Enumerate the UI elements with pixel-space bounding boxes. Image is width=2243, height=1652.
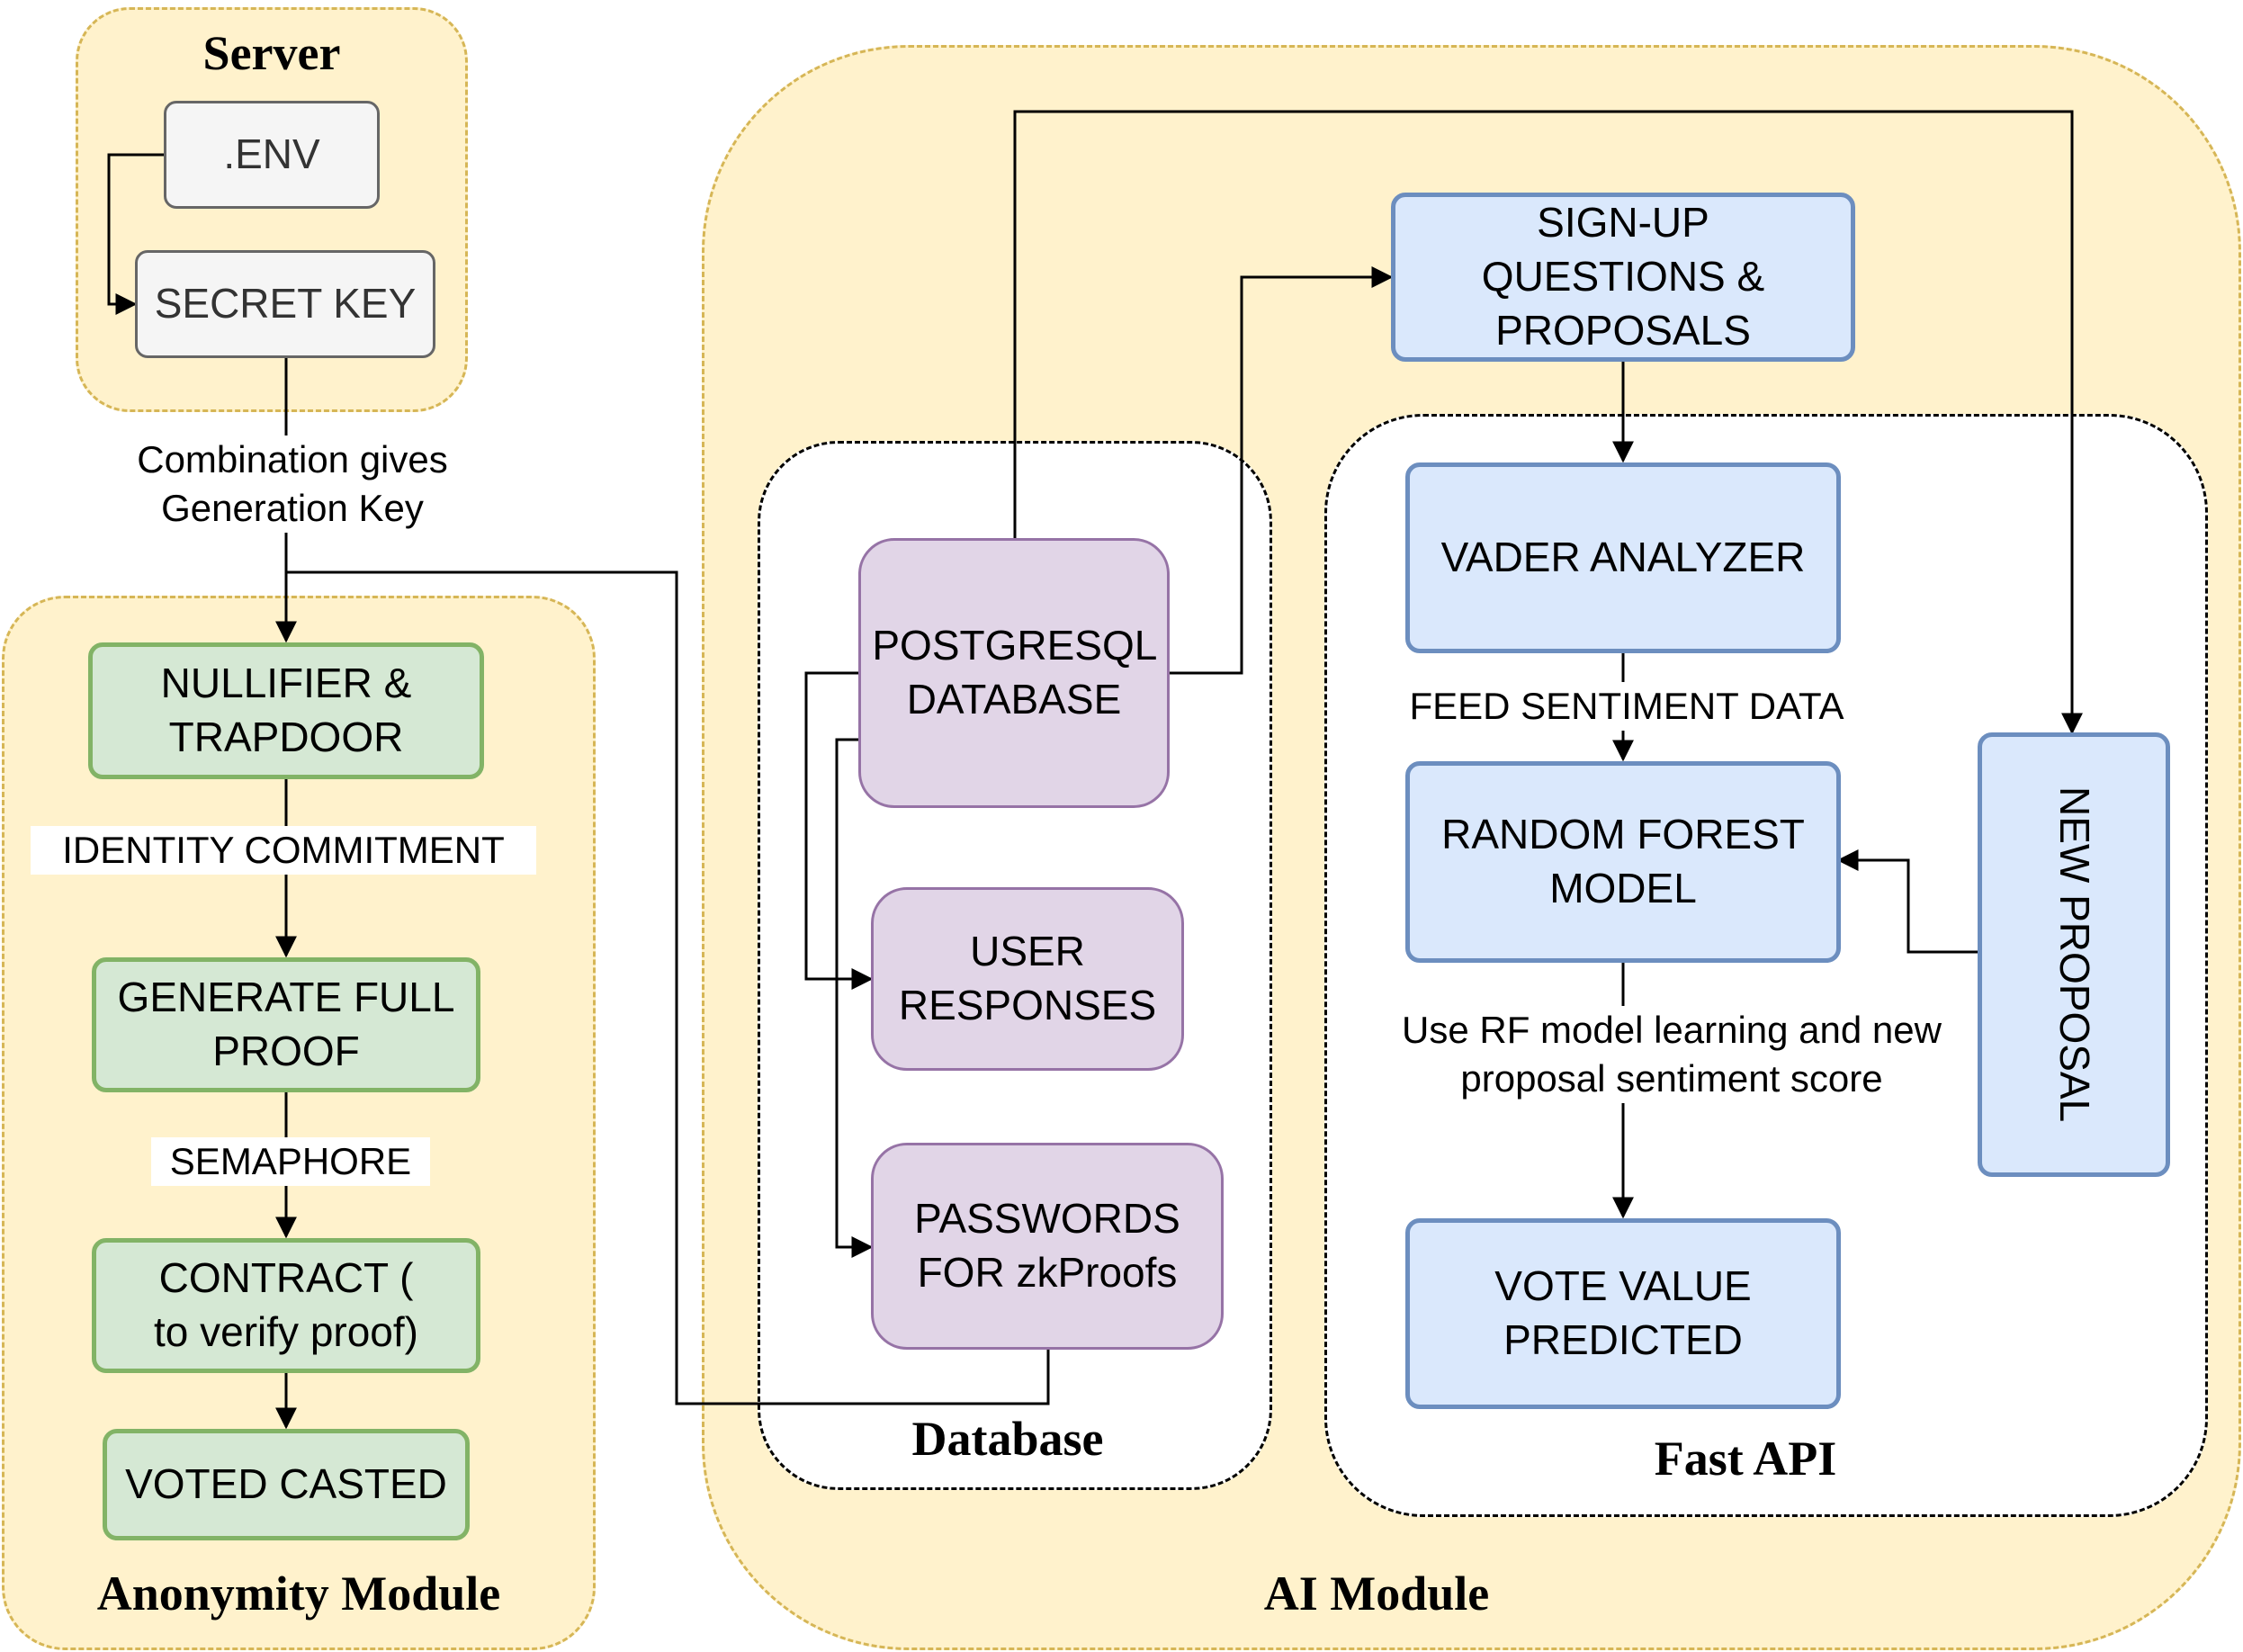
edge-postgres-signup (1170, 266, 1394, 675)
anonymity-module-title: Anonymity Module (96, 1567, 501, 1621)
contract-node: CONTRACT ( to verify proof) (92, 1238, 480, 1373)
user-responses-node: USER RESPONSES (871, 887, 1184, 1071)
rf-usage-label: Use RF model learning and new proposal s… (1375, 1006, 1969, 1103)
edge-newproposal-rf (1836, 849, 1978, 954)
edge-postgres-newproposal (1013, 110, 2083, 735)
new-proposal-node: NEW PROPOSAL (1978, 732, 2170, 1177)
env-node: .ENV (164, 101, 380, 209)
edge-postgres-passwords (835, 738, 874, 1258)
random-forest-node: RANDOM FOREST MODEL (1405, 761, 1841, 963)
secret-key-node: SECRET KEY (135, 250, 435, 358)
combination-label: Combination gives Generation Key (126, 435, 459, 533)
edge-passwords-key (286, 570, 1050, 1405)
nullifier-trapdoor-node: NULLIFIER & TRAPDOOR (88, 642, 484, 779)
passwords-node: PASSWORDS FOR zkProofs (871, 1143, 1224, 1350)
server-title: Server (202, 26, 341, 80)
fast-api-title: Fast API (1654, 1432, 1837, 1486)
signup-questions-node: SIGN-UP QUESTIONS & PROPOSALS (1391, 193, 1855, 362)
new-proposal-label: NEW PROPOSAL (2050, 786, 2098, 1123)
vader-analyzer-node: VADER ANALYZER (1405, 462, 1841, 653)
generate-full-proof-node: GENERATE FULL PROOF (92, 957, 480, 1092)
ai-module-title: AI Module (1263, 1567, 1490, 1621)
database-title: Database (911, 1412, 1104, 1466)
identity-commitment-label: IDENTITY COMMITMENT (31, 826, 536, 875)
edge-postgres-responses (804, 671, 874, 990)
feed-sentiment-label: FEED SENTIMENT DATA (1375, 682, 1879, 731)
vote-value-node: VOTE VALUE PREDICTED (1405, 1218, 1841, 1409)
postgresql-database-node: POSTGRESQL DATABASE (858, 538, 1170, 808)
edge-env-secret (107, 153, 164, 315)
semaphore-label: SEMAPHORE (151, 1137, 430, 1186)
voted-casted-node: VOTED CASTED (103, 1429, 470, 1540)
